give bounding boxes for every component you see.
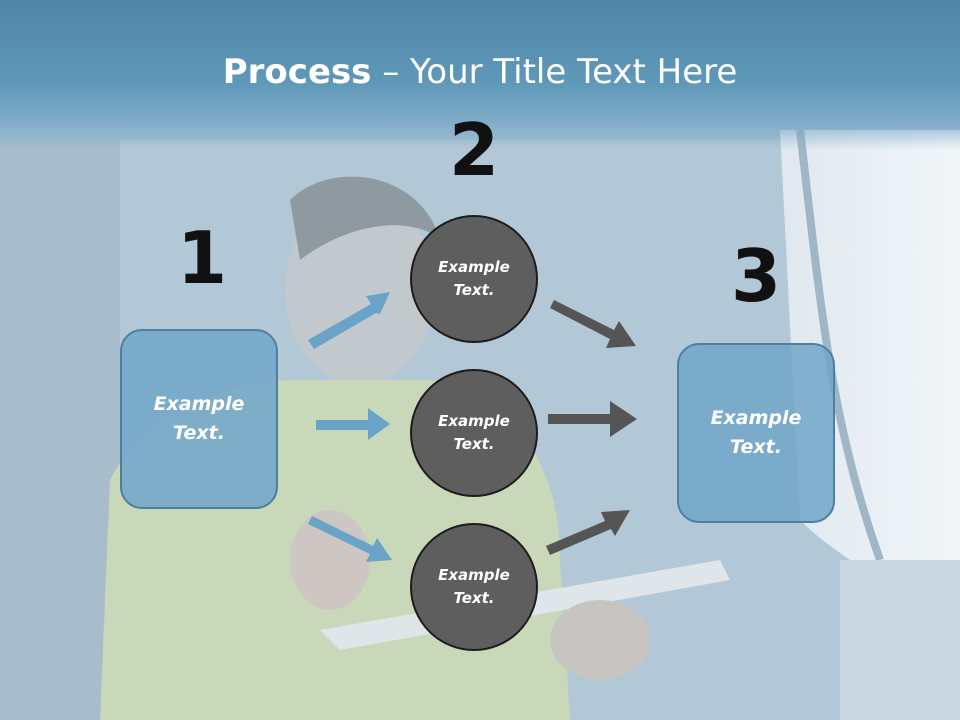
title-bold: Process <box>222 52 372 92</box>
circle-middle-line2: Text. <box>453 435 495 453</box>
circle-bottom-line2: Text. <box>453 589 495 607</box>
slide-title: Process – Your Title Text Here <box>0 52 960 92</box>
blue-arrow-right <box>316 408 390 440</box>
gray-arrow-up <box>546 510 630 555</box>
gray-arrow-right <box>548 401 637 437</box>
step-number-1: 1 <box>177 216 228 300</box>
right-box-line2: Text. <box>730 436 782 458</box>
blue-arrow-up <box>308 292 390 349</box>
circle-bottom-line1: Example <box>438 566 510 584</box>
blue-arrow-down <box>308 516 392 562</box>
left-box-line1: Example <box>153 393 245 415</box>
title-rest: – Your Title Text Here <box>371 52 738 92</box>
gray-arrow-down <box>550 300 636 348</box>
circle-top-line2: Text. <box>453 281 495 299</box>
title-banner <box>0 0 960 150</box>
circle-top-line1: Example <box>438 258 510 276</box>
circle-middle-line1: Example <box>438 412 510 430</box>
right-box-line1: Example <box>710 407 802 429</box>
step-number-3: 3 <box>731 234 782 318</box>
left-box-line2: Text. <box>173 422 225 444</box>
step-number-2: 2 <box>449 108 500 192</box>
